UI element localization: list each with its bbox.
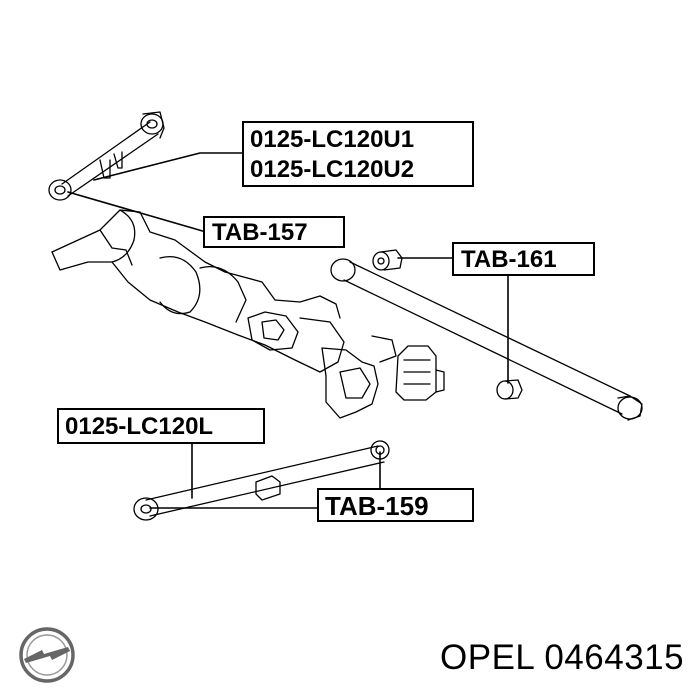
- label-upper-arm-2: 0125-LC120U2: [250, 156, 415, 183]
- label-upper-arm-1: 0125-LC120U1: [250, 126, 415, 153]
- opel-logo-icon: [19, 627, 75, 683]
- label-upper-arm: 0125-LC120U1 0125-LC120U2: [242, 121, 474, 187]
- leader-lines: [67, 152, 509, 509]
- brand-name: OPEL: [440, 638, 535, 677]
- lower-control-arm: [133, 440, 390, 521]
- part-reference: OPEL 0464315: [440, 638, 684, 678]
- bushing-mount: [395, 345, 445, 401]
- upper-control-arm: [48, 111, 165, 201]
- label-lower-arm: 0125-LC120L: [57, 408, 265, 444]
- label-lower-arm-bushing: TAB-159: [317, 488, 474, 522]
- rear-axle-housing: [51, 209, 397, 419]
- part-number: 0464315: [544, 638, 685, 677]
- label-lateral-rod-bushing: TAB-161: [452, 242, 595, 276]
- bushing-tab-161-top: [372, 249, 403, 271]
- bushing-tab-161-bottom: [496, 379, 523, 400]
- lateral-control-rod: [330, 258, 643, 421]
- label-upper-bushing: TAB-157: [203, 216, 345, 248]
